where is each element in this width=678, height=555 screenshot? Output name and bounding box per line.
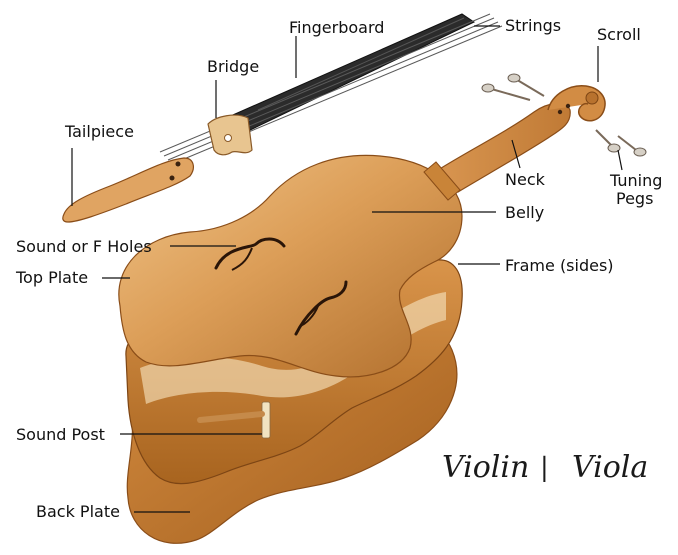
bridge-shape	[207, 114, 253, 156]
bridge-label: Bridge	[207, 57, 260, 76]
neck-label: Neck	[505, 170, 545, 189]
title-viola: Viola	[572, 450, 649, 485]
title-separator: |	[540, 453, 549, 483]
belly-label: Belly	[505, 203, 545, 222]
scroll-label: Scroll	[597, 25, 641, 44]
title-violin: Violin	[442, 450, 530, 485]
top-plate-label: Top Plate	[16, 268, 89, 287]
neck-shape	[423, 102, 571, 201]
fingerboard-label: Fingerboard	[289, 18, 385, 37]
tuning-pegs-label-line2: Pegs	[616, 189, 654, 208]
tuning-pegs-shape	[481, 73, 647, 157]
tuning-pegs-label-line1: Tuning	[610, 171, 663, 190]
tailpiece-label: Tailpiece	[65, 122, 134, 141]
tuning-pegs-leader	[617, 149, 623, 171]
neck-leader	[511, 139, 521, 169]
frame-label: Frame (sides)	[505, 256, 614, 275]
sound-post-label: Sound Post	[16, 425, 105, 444]
back-plate-label: Back Plate	[36, 502, 120, 521]
top-plate-shape	[118, 154, 463, 378]
sound-holes-label: Sound or F Holes	[16, 237, 152, 256]
scroll-shape	[547, 85, 606, 122]
strings-label: Strings	[505, 16, 562, 35]
tailpiece-shape	[62, 157, 194, 223]
